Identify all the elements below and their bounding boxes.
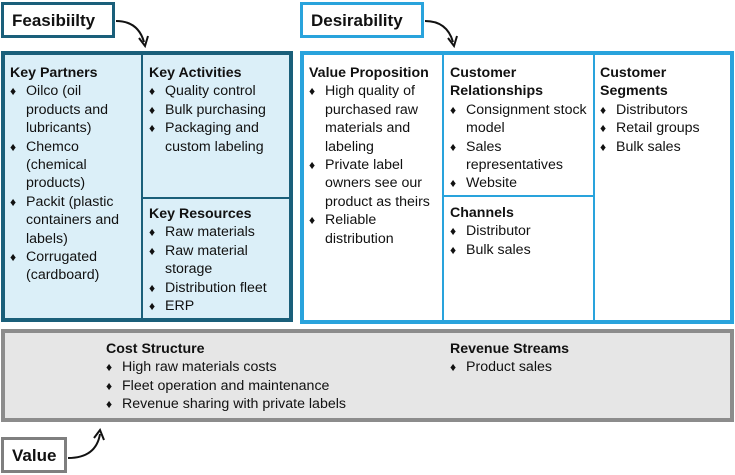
value-tag: Value (1, 437, 67, 473)
list-item: Distributors (600, 101, 732, 120)
channels-cell: Channels Distributor Bulk sales (450, 204, 591, 260)
key-partners-title: Key Partners (10, 65, 98, 81)
list-item: ERP (149, 297, 289, 316)
desirability-split-line (444, 195, 593, 197)
feasibility-tag: Feasibiilty (1, 2, 115, 38)
list-item: Oilco (oil products and lubricants) (10, 82, 138, 137)
value-panel: Cost Structure High raw materials costs … (1, 329, 734, 422)
value-tag-label: Value (12, 445, 57, 465)
value-proposition-list: High quality of purchased raw materials … (309, 82, 440, 248)
list-item: Raw materials (149, 223, 289, 242)
desirability-divider-1 (442, 55, 444, 320)
key-resources-list: Raw materials Raw material storage Distr… (149, 223, 289, 315)
key-resources-title: Key Resources (149, 206, 252, 222)
customer-segments-title: Customer Segments (600, 65, 668, 100)
key-resources-cell: Key Resources Raw materials Raw material… (149, 205, 289, 316)
feasibility-tag-label: Feasibiilty (12, 10, 96, 30)
revenue-streams-cell: Revenue Streams Product sales (450, 340, 690, 377)
key-activities-title: Key Activities (149, 65, 242, 81)
list-item: Private label owners see our product as … (309, 156, 440, 211)
list-item: Packaging and custom labeling (149, 119, 289, 156)
key-activities-list: Quality control Bulk purchasing Packagin… (149, 82, 289, 156)
desirability-tag-label: Desirability (311, 10, 403, 30)
value-arrow-icon (67, 427, 105, 459)
list-item: Chemco (chemical products) (10, 138, 138, 193)
value-proposition-cell: Value Proposition High quality of purcha… (309, 64, 440, 248)
cost-structure-title: Cost Structure (106, 341, 205, 357)
list-item: Fleet operation and maintenance (106, 377, 436, 396)
feasibility-split-line (143, 197, 289, 199)
list-item: Revenue sharing with private labels (106, 395, 436, 414)
list-item: Reliable distribution (309, 211, 440, 248)
list-item: Bulk sales (600, 138, 732, 157)
cost-structure-cell: Cost Structure High raw materials costs … (106, 340, 436, 414)
list-item: Website (450, 174, 591, 193)
list-item: Product sales (450, 358, 690, 377)
list-item: Consignment stock model (450, 101, 591, 138)
list-item: Quality control (149, 82, 289, 101)
list-item: Packit (plastic containers and labels) (10, 193, 138, 248)
feasibility-divider (141, 55, 143, 318)
list-item: Retail groups (600, 119, 732, 138)
desirability-divider-2 (593, 55, 595, 320)
customer-segments-cell: Customer Segments Distributors Retail gr… (600, 64, 732, 156)
key-partners-cell: Key Partners Oilco (oil products and lub… (10, 64, 138, 285)
key-activities-cell: Key Activities Quality control Bulk purc… (149, 64, 289, 156)
customer-relationships-title: Customer Relationships (450, 65, 544, 100)
desirability-tag: Desirability (300, 2, 424, 38)
list-item: High quality of purchased raw materials … (309, 82, 440, 156)
list-item: Corrugated (cardboard) (10, 248, 138, 285)
desirability-arrow-icon (424, 20, 458, 49)
list-item: Bulk purchasing (149, 101, 289, 120)
revenue-streams-title: Revenue Streams (450, 341, 570, 357)
channels-title: Channels (450, 205, 514, 221)
value-proposition-title: Value Proposition (309, 65, 429, 81)
channels-list: Distributor Bulk sales (450, 222, 591, 259)
list-item: Raw material storage (149, 242, 289, 279)
desirability-panel: Value Proposition High quality of purcha… (300, 51, 734, 324)
customer-relationships-cell: Customer Relationships Consignment stock… (450, 64, 591, 193)
cost-structure-list: High raw materials costs Fleet operation… (106, 358, 436, 414)
feasibility-panel: Key Partners Oilco (oil products and lub… (1, 51, 293, 322)
key-partners-list: Oilco (oil products and lubricants) Chem… (10, 82, 138, 284)
list-item: Sales representatives (450, 138, 591, 175)
feasibility-arrow-icon (115, 20, 149, 49)
customer-segments-list: Distributors Retail groups Bulk sales (600, 101, 732, 157)
list-item: Distributor (450, 222, 591, 241)
customer-relationships-list: Consignment stock model Sales representa… (450, 101, 591, 193)
list-item: High raw materials costs (106, 358, 436, 377)
list-item: Distribution fleet (149, 279, 289, 298)
list-item: Bulk sales (450, 241, 591, 260)
revenue-streams-list: Product sales (450, 358, 690, 377)
